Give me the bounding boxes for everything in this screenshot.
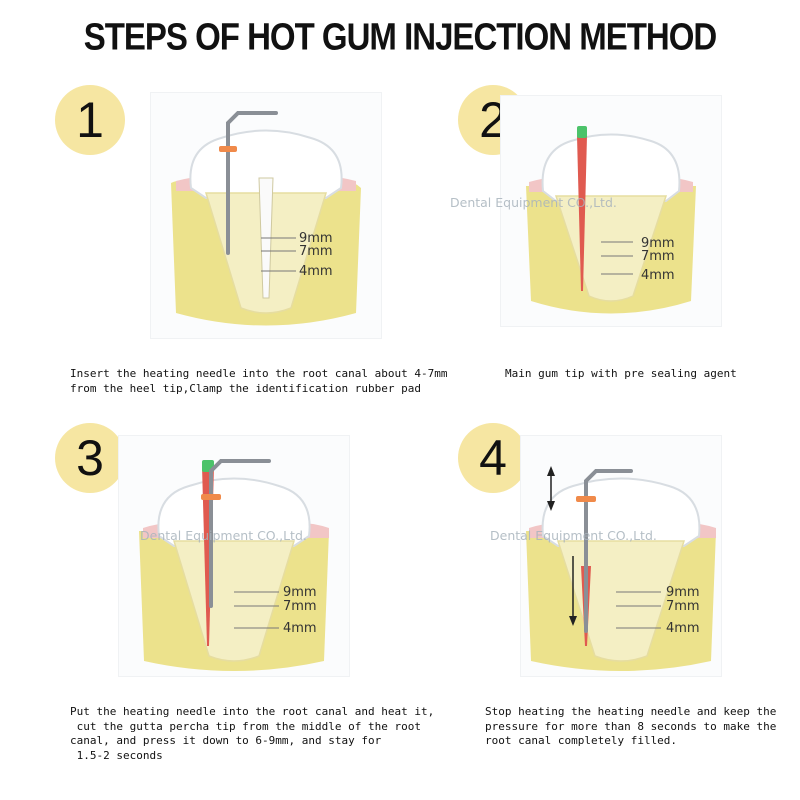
step-4-illustration: 9mm 7mm 4mm — [520, 435, 722, 677]
step-4-caption: Stop heating the heating needle and keep… — [485, 705, 777, 747]
step-2-caption: Main gum tip with pre sealing agent — [505, 367, 737, 380]
label-7mm: 7mm — [283, 599, 317, 614]
label-9mm: 9mm — [299, 231, 333, 246]
heating-needle — [209, 459, 271, 608]
step-4-badge: 4 — [458, 423, 528, 493]
watermark: Dental Equipment CO.,Ltd. — [490, 528, 657, 543]
rubber-stop — [201, 494, 221, 500]
step-2-tooth-diagram: 9mm 7mm 4mm — [526, 126, 696, 314]
green-tip — [577, 126, 587, 138]
down-arrow-icon — [569, 556, 577, 626]
label-7mm: 7mm — [299, 244, 333, 259]
step-3-number: 3 — [76, 430, 104, 486]
step-4-number: 4 — [479, 430, 507, 486]
label-4mm: 4mm — [283, 621, 317, 636]
step-1-tooth-diagram: 9mm 7mm 4mm — [171, 111, 361, 326]
step-1-caption: Insert the heating needle into the root … — [70, 367, 448, 395]
heating-needle — [584, 469, 633, 633]
label-4mm: 4mm — [299, 264, 333, 279]
step-1-badge: 1 — [55, 85, 125, 155]
up-down-arrow-icon — [547, 466, 555, 511]
label-7mm: 7mm — [641, 249, 675, 264]
step-2-illustration: 9mm 7mm 4mm — [500, 95, 722, 327]
rubber-stop — [576, 496, 596, 502]
watermark: Dental Equipment CO.,Ltd. — [140, 528, 307, 543]
label-4mm: 4mm — [666, 621, 700, 636]
watermark: Dental Equipment CO.,Ltd. — [450, 195, 617, 210]
step-3-badge: 3 — [55, 423, 125, 493]
label-9mm: 9mm — [283, 585, 317, 600]
page-title: STEPS OF HOT GUM INJECTION METHOD — [83, 15, 718, 58]
step-4-tooth-diagram: 9mm 7mm 4mm — [526, 466, 716, 671]
step-3-tooth-diagram: 9mm 7mm 4mm — [139, 459, 329, 671]
label-9mm: 9mm — [666, 585, 700, 600]
rubber-stop — [219, 146, 237, 152]
tooth-crown — [541, 133, 681, 202]
step-3-illustration: 9mm 7mm 4mm — [118, 435, 350, 677]
step-1-number: 1 — [76, 92, 104, 148]
label-7mm: 7mm — [666, 599, 700, 614]
tooth-crown — [157, 477, 311, 547]
step-3-caption: Put the heating needle into the root can… — [70, 705, 435, 762]
label-4mm: 4mm — [641, 268, 675, 283]
heating-needle — [226, 111, 278, 255]
tooth-root — [172, 540, 296, 662]
gutta-percha-cone — [577, 136, 587, 291]
step-1-illustration: 9mm 7mm 4mm — [150, 92, 382, 339]
label-9mm: 9mm — [641, 236, 675, 251]
